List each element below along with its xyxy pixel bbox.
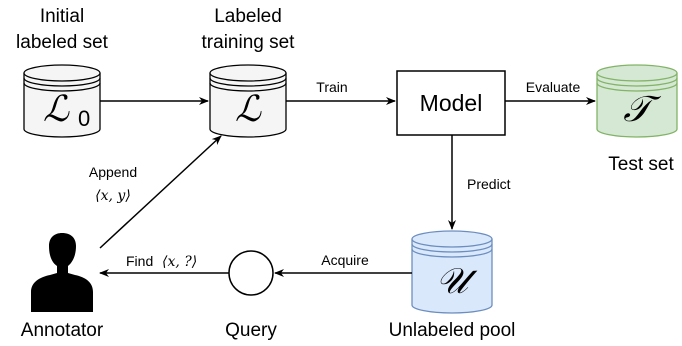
l0-subscript: 0 [78, 106, 90, 131]
test-set-label: Test set [608, 154, 674, 175]
find-math: ⟨x, ?⟩ [162, 254, 197, 270]
train-label: Train [316, 79, 347, 95]
unlabeled-pool-cylinder: 𝒰 [411, 230, 493, 314]
append-math: ⟨x, y⟩ [95, 188, 131, 204]
initial-labeled-set-cylinder: ℒ 0 [23, 64, 101, 138]
circle-icon [228, 250, 274, 296]
l-symbol: ℒ [235, 89, 262, 130]
model-label: Model [420, 90, 483, 116]
query-label: Query [225, 320, 277, 341]
training-set-label-line1: Labeled [214, 6, 282, 27]
model-box [396, 70, 506, 136]
initial-set-label-line2: labeled set [16, 32, 109, 53]
person-silhouette-icon [31, 233, 93, 312]
find-label: Find [126, 253, 153, 269]
predict-label: Predict [467, 176, 511, 192]
initial-set-label-line1: Initial [40, 6, 84, 27]
labeled-training-set-cylinder: ℒ [209, 64, 287, 138]
l0-symbol: ℒ [43, 89, 70, 130]
test-set-cylinder: 𝒯 [596, 64, 678, 138]
annotator-label: Annotator [21, 320, 104, 341]
append-label: Append [89, 164, 137, 180]
unlabeled-pool-label: Unlabeled pool [389, 320, 516, 341]
training-set-label-line2: training set [202, 32, 296, 53]
acquire-label: Acquire [321, 252, 369, 268]
evaluate-label: Evaluate [526, 79, 581, 95]
edge-append [99, 135, 222, 249]
